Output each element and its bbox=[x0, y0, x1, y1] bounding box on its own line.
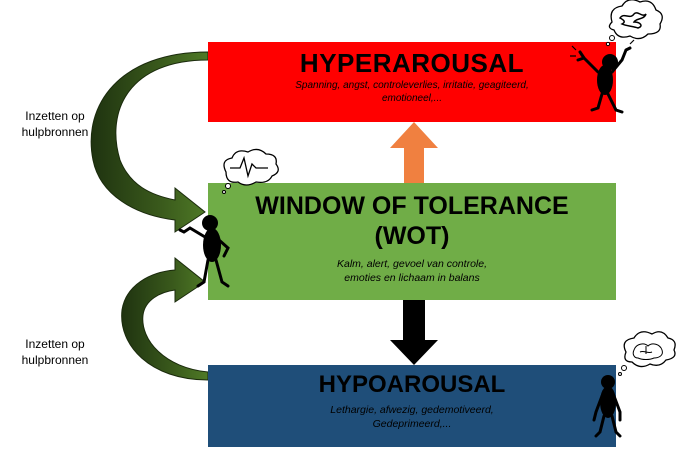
curved-arrow-bottom bbox=[121, 256, 209, 381]
brain-thought-bubble-icon bbox=[618, 331, 676, 376]
heartbeat-thought-bubble-icon bbox=[222, 148, 279, 194]
scribble-thought-bubble-icon bbox=[605, 0, 663, 47]
curved-arrow-top bbox=[90, 51, 209, 233]
wot-description-line1: Kalm, alert, gevoel van controle, bbox=[337, 258, 487, 270]
resources-label-bottom-line1: Inzetten op bbox=[25, 337, 85, 351]
hyperarousal-description: Spanning, angst, controleverlies, irrita… bbox=[295, 80, 529, 104]
wot-description-line2: emoties en lichaam in balans bbox=[344, 272, 480, 284]
down-arrow bbox=[390, 300, 438, 365]
resources-label-bottom-line2: hulpbronnen bbox=[21, 353, 89, 367]
resources-label-top-line2: hulpbronnen bbox=[21, 125, 89, 139]
up-arrow bbox=[390, 122, 438, 183]
resources-label-top-line1: Inzetten op bbox=[25, 109, 85, 123]
stick-figure-agitated-icon bbox=[570, 39, 635, 114]
resources-label-bottom: Inzetten op hulpbronnen bbox=[10, 336, 100, 368]
window-of-tolerance-box: WINDOW OF TOLERANCE (WOT) Kalm, alert, g… bbox=[208, 183, 616, 300]
hypoarousal-title: HYPOAROUSAL bbox=[318, 371, 506, 398]
resources-label-top: Inzetten op hulpbronnen bbox=[10, 108, 100, 140]
hypoarousal-box: HYPOAROUSAL Lethargie, afwezig, gedemoti… bbox=[208, 365, 616, 447]
hyperarousal-title: HYPERAROUSAL bbox=[299, 48, 525, 78]
hyperarousal-box: HYPERAROUSAL Spanning, angst, controleve… bbox=[208, 42, 616, 122]
stick-figure-calm-icon bbox=[178, 215, 230, 288]
wot-title-line2: (WOT) bbox=[374, 222, 450, 250]
stick-figure-tired-icon bbox=[592, 375, 622, 438]
hypoarousal-description-line1: Lethargie, afwezig, gedemotiveerd, bbox=[330, 404, 494, 416]
hypoarousal-description-line2: Gedeprimeerd,... bbox=[372, 418, 452, 430]
wot-title-line1: WINDOW OF TOLERANCE bbox=[255, 192, 569, 220]
